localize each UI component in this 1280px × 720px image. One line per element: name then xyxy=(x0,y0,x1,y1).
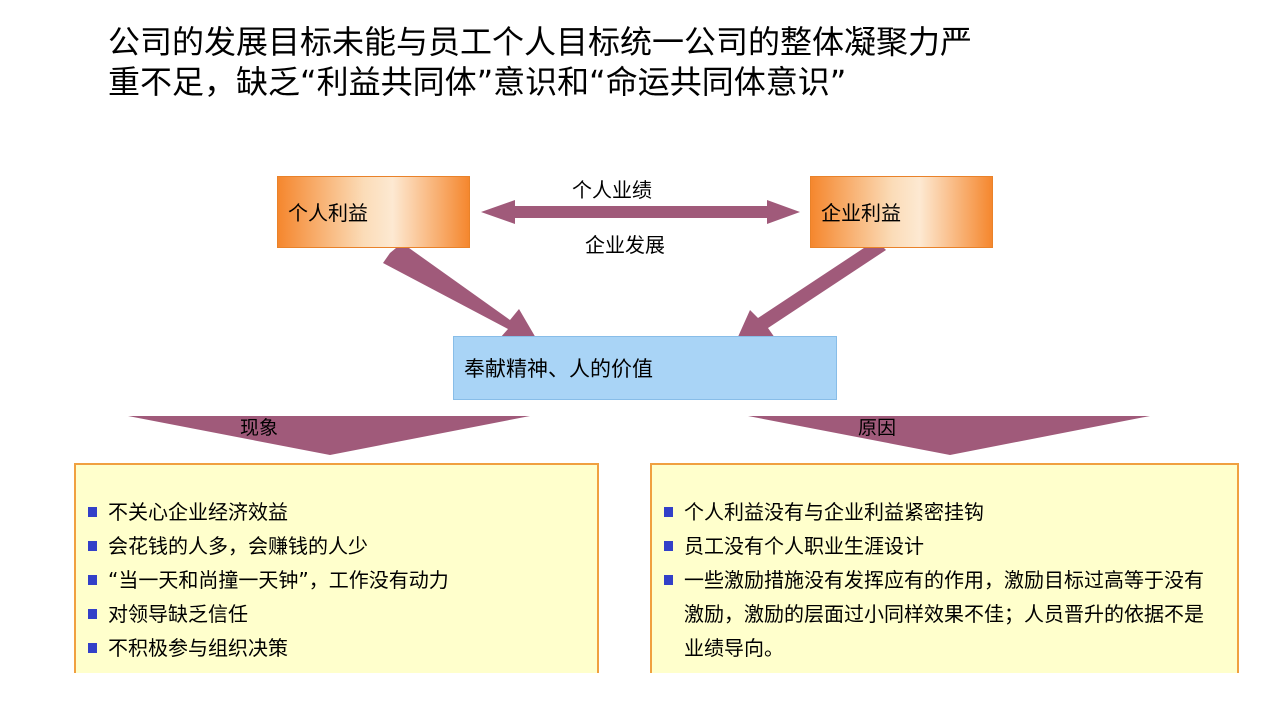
phenomenon-label: 现象 xyxy=(240,417,279,439)
list-item: 会花钱的人多，会赚钱的人少 xyxy=(86,529,597,563)
double-arrow xyxy=(481,200,800,224)
slide-title-line-1: 公司的发展目标未能与员工个人目标统一公司的整体凝聚力严 xyxy=(108,23,973,61)
contribution-value-box: 奉献精神、人的价值 xyxy=(453,336,837,400)
list-item: “当一天和尚撞一天钟”，工作没有动力 xyxy=(86,563,597,597)
cause-label: 原因 xyxy=(858,417,897,439)
arrow-top-label: 个人业绩 xyxy=(572,178,652,202)
list-item: 一些激励措施没有发挥应有的作用，激励目标过高等于没有激励，激励的层面过小同样效果… xyxy=(662,563,1213,665)
left-funnel xyxy=(128,416,530,455)
right-diagonal-arrow xyxy=(733,240,886,348)
slide-title-line-2: 重不足，缺乏“利益共同体”意识和“命运共同体意识” xyxy=(108,63,847,101)
enterprise-interest-box: 企业利益 xyxy=(810,176,993,248)
left-diagonal-arrow xyxy=(383,243,540,345)
slide-title: 公司的发展目标未能与员工个人目标统一公司的整体凝聚力严 重不足，缺乏“利益共同体… xyxy=(108,22,1168,102)
personal-interest-box: 个人利益 xyxy=(277,176,470,248)
cause-panel: 个人利益没有与企业利益紧密挂钩 员工没有个人职业生涯设计 一些激励措施没有发挥应… xyxy=(650,463,1239,673)
cause-list: 个人利益没有与企业利益紧密挂钩 员工没有个人职业生涯设计 一些激励措施没有发挥应… xyxy=(652,465,1237,665)
list-item: 不积极参与组织决策 xyxy=(86,631,597,665)
list-item: 不关心企业经济效益 xyxy=(86,495,597,529)
list-item: 个人利益没有与企业利益紧密挂钩 xyxy=(662,495,1213,529)
list-item: 对领导缺乏信任 xyxy=(86,597,597,631)
phenomenon-panel: 不关心企业经济效益 会花钱的人多，会赚钱的人少 “当一天和尚撞一天钟”，工作没有… xyxy=(74,463,599,673)
right-funnel xyxy=(748,416,1150,455)
phenomenon-list: 不关心企业经济效益 会花钱的人多，会赚钱的人少 “当一天和尚撞一天钟”，工作没有… xyxy=(76,465,597,665)
list-item: 员工没有个人职业生涯设计 xyxy=(662,529,1213,563)
arrow-bottom-label: 企业发展 xyxy=(585,233,665,257)
